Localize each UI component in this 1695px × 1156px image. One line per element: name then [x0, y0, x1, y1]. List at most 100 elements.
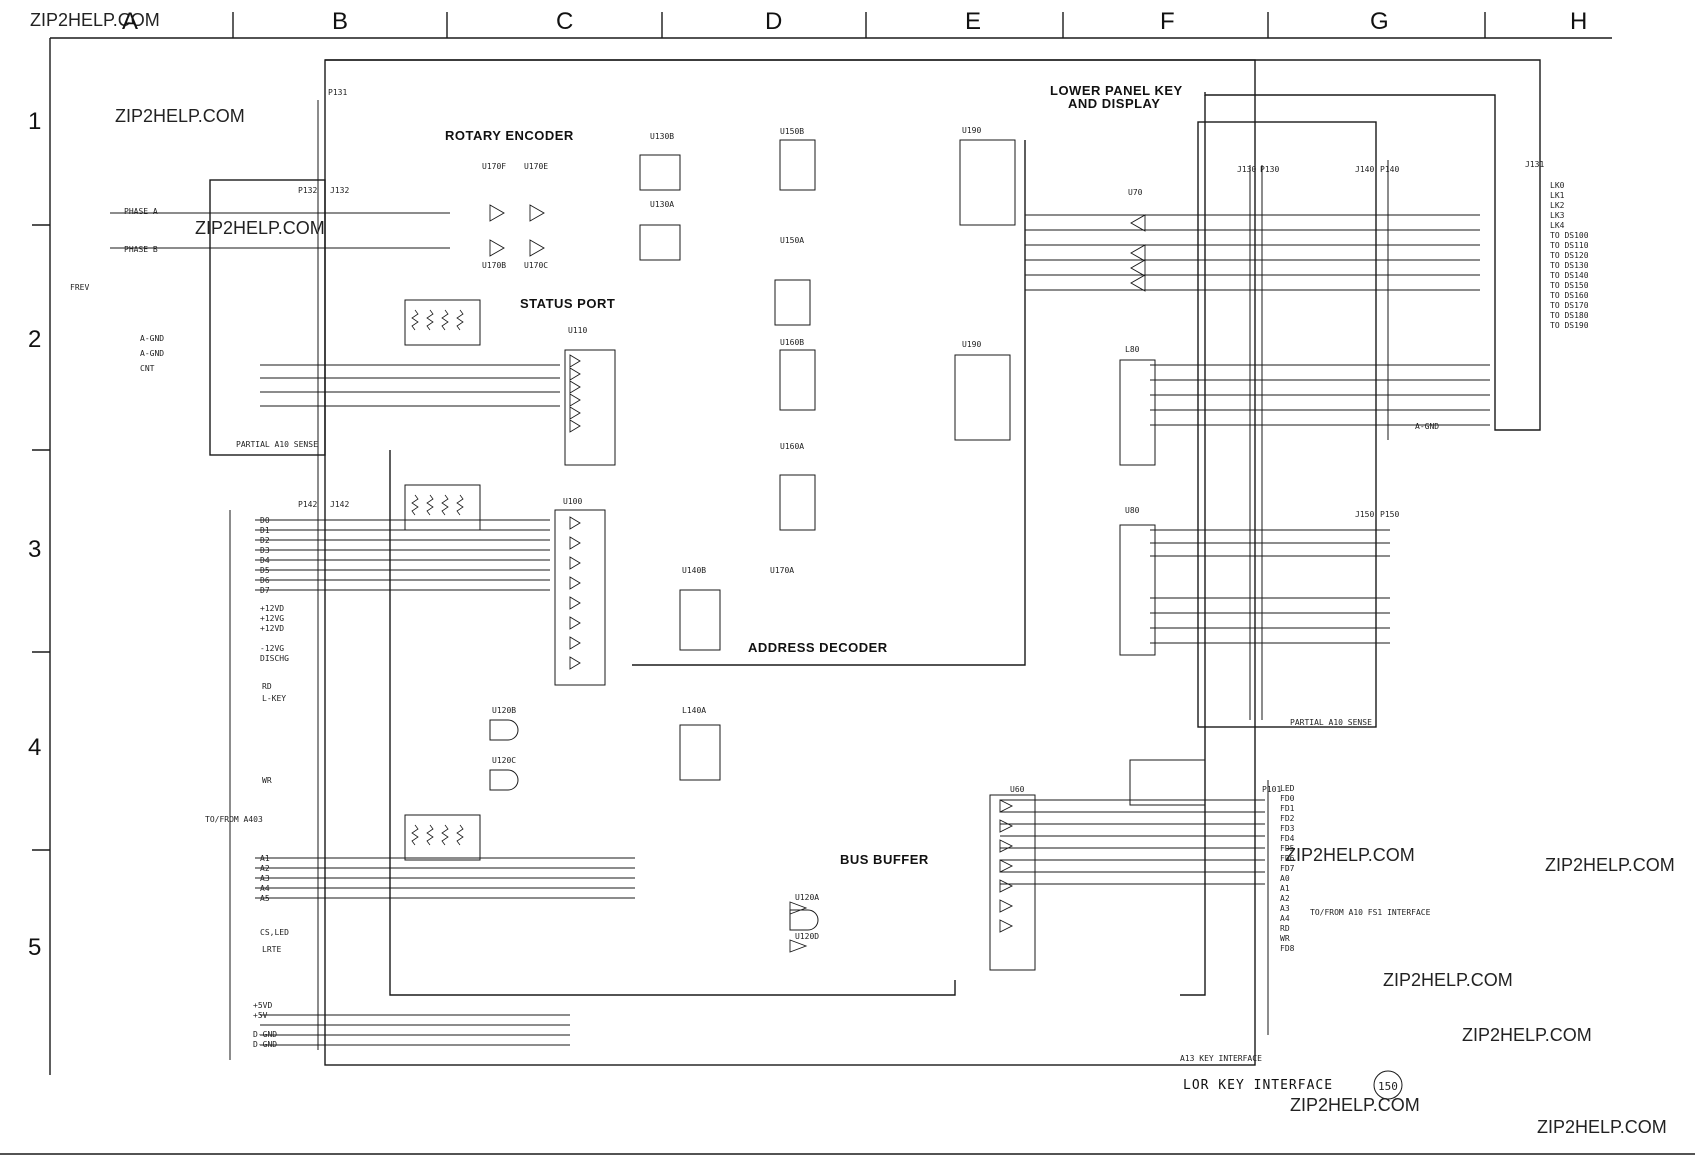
right-signal: TO DS170	[1550, 301, 1589, 310]
row-label: 2	[28, 326, 42, 353]
component-label: U130A	[650, 200, 675, 209]
signal-label: A4	[260, 884, 270, 893]
component-label: U60	[1010, 785, 1025, 794]
watermark: ZIP2HELP.COM	[1462, 1025, 1592, 1045]
left-note: TO/FROM A403	[205, 815, 263, 824]
component-label: U190	[962, 126, 982, 135]
signal-label: A3	[260, 874, 270, 883]
right-signal: TO DS150	[1550, 281, 1589, 290]
left-note: PHASE B	[124, 245, 158, 254]
component-label: U170F	[482, 162, 507, 171]
connector-label: J140	[1355, 165, 1375, 174]
connector-label: P130	[1260, 165, 1280, 174]
right-signal: TO DS100	[1550, 231, 1589, 240]
watermark: ZIP2HELP.COM	[115, 106, 245, 126]
left-note: PARTIAL A10 SENSE	[236, 440, 318, 449]
column-label: C	[556, 8, 574, 35]
watermark: ZIP2HELP.COM	[30, 10, 160, 30]
right-signal: TO DS180	[1550, 311, 1589, 320]
connector-label: P101	[1262, 785, 1282, 794]
left-note: FREV	[70, 283, 90, 292]
bus-signal: LED	[1280, 784, 1295, 793]
block-lower-panel-1: LOWER PANEL KEY	[1050, 83, 1183, 98]
block-lower-panel-2: AND DISPLAY	[1068, 96, 1161, 111]
interface-note: PARTIAL A10 SENSE	[1290, 718, 1372, 727]
interface-note: A13 KEY INTERFACE	[1180, 1054, 1262, 1063]
right-signal: TO DS190	[1550, 321, 1589, 330]
signal-label: A1	[260, 854, 270, 863]
component-label: U70	[1128, 188, 1143, 197]
signal-label: A2	[260, 864, 270, 873]
connector-label: P142	[298, 500, 318, 509]
component-label: L80	[1125, 345, 1140, 354]
component-label: U160A	[780, 442, 805, 451]
component-label: U170E	[524, 162, 549, 171]
signal-label: A5	[260, 894, 270, 903]
component-label: U150A	[780, 236, 805, 245]
right-signal: LK1	[1550, 191, 1565, 200]
watermark: ZIP2HELP.COM	[195, 218, 325, 238]
interface-note: TO/FROM A10 FS1 INTERFACE	[1310, 908, 1431, 917]
bus-signal: FD8	[1280, 944, 1295, 953]
bus-signal: FD4	[1280, 834, 1295, 843]
signal-label: +5VD	[253, 1001, 273, 1010]
column-label: H	[1570, 8, 1588, 35]
signal-label: +12VD	[260, 604, 285, 613]
component-label: U150B	[780, 127, 805, 136]
bus-signal: RD	[1280, 924, 1290, 933]
right-signal: LK0	[1550, 181, 1565, 190]
bus-signal: FD2	[1280, 814, 1295, 823]
component-label: U190	[962, 340, 982, 349]
connector-label: P132	[298, 186, 318, 195]
bus-signal: FD3	[1280, 824, 1295, 833]
watermark: ZIP2HELP.COM	[1383, 970, 1513, 990]
signal-label: WR	[262, 776, 272, 785]
bus-signal: FD1	[1280, 804, 1295, 813]
row-label: 4	[28, 734, 42, 761]
left-note: A-GND	[140, 349, 165, 358]
connector-label: P131	[328, 88, 348, 97]
left-note: PHASE A	[124, 207, 158, 216]
block-address-decoder: ADDRESS DECODER	[748, 640, 888, 655]
connector-label: J130	[1237, 165, 1257, 174]
right-signal: TO DS140	[1550, 271, 1589, 280]
signal-label: D5	[260, 566, 270, 575]
column-label: G	[1370, 8, 1389, 35]
row-label: 1	[28, 108, 42, 135]
signal-label: +12VD	[260, 624, 285, 633]
connector-label: J142	[330, 500, 350, 509]
connector-label: J150	[1355, 510, 1375, 519]
column-label: B	[332, 8, 349, 35]
right-signal: TO DS130	[1550, 261, 1589, 270]
footer-title: LOR KEY INTERFACE	[1183, 1078, 1334, 1093]
signal-label: D4	[260, 556, 270, 565]
right-signal: LK3	[1550, 211, 1565, 220]
left-note: A-GND	[140, 334, 165, 343]
component-label: U140B	[682, 566, 707, 575]
right-signal: A-GND	[1415, 422, 1440, 431]
connector-label: P140	[1380, 165, 1400, 174]
bus-signal: A4	[1280, 914, 1290, 923]
component-label: U120D	[795, 932, 820, 941]
component-label: U120B	[492, 706, 517, 715]
connector-label: J132	[330, 186, 350, 195]
connector-label: P150	[1380, 510, 1400, 519]
component-label: U160B	[780, 338, 805, 347]
signal-label: D3	[260, 546, 270, 555]
watermark: ZIP2HELP.COM	[1290, 1095, 1420, 1115]
column-label: A	[122, 8, 139, 35]
component-label: U170A	[770, 566, 795, 575]
column-label: D	[765, 8, 783, 35]
signal-label: -12VG	[260, 644, 285, 653]
component-label: U170B	[482, 261, 507, 270]
bus-signal: FD7	[1280, 864, 1295, 873]
right-signal: LK2	[1550, 201, 1565, 210]
component-label: U120A	[795, 893, 820, 902]
left-note: CNT	[140, 364, 155, 373]
bus-signal: FD0	[1280, 794, 1295, 803]
component-label: U100	[563, 497, 583, 506]
column-label: F	[1160, 8, 1175, 35]
bus-signal: WR	[1280, 934, 1290, 943]
right-signal: TO DS110	[1550, 241, 1589, 250]
